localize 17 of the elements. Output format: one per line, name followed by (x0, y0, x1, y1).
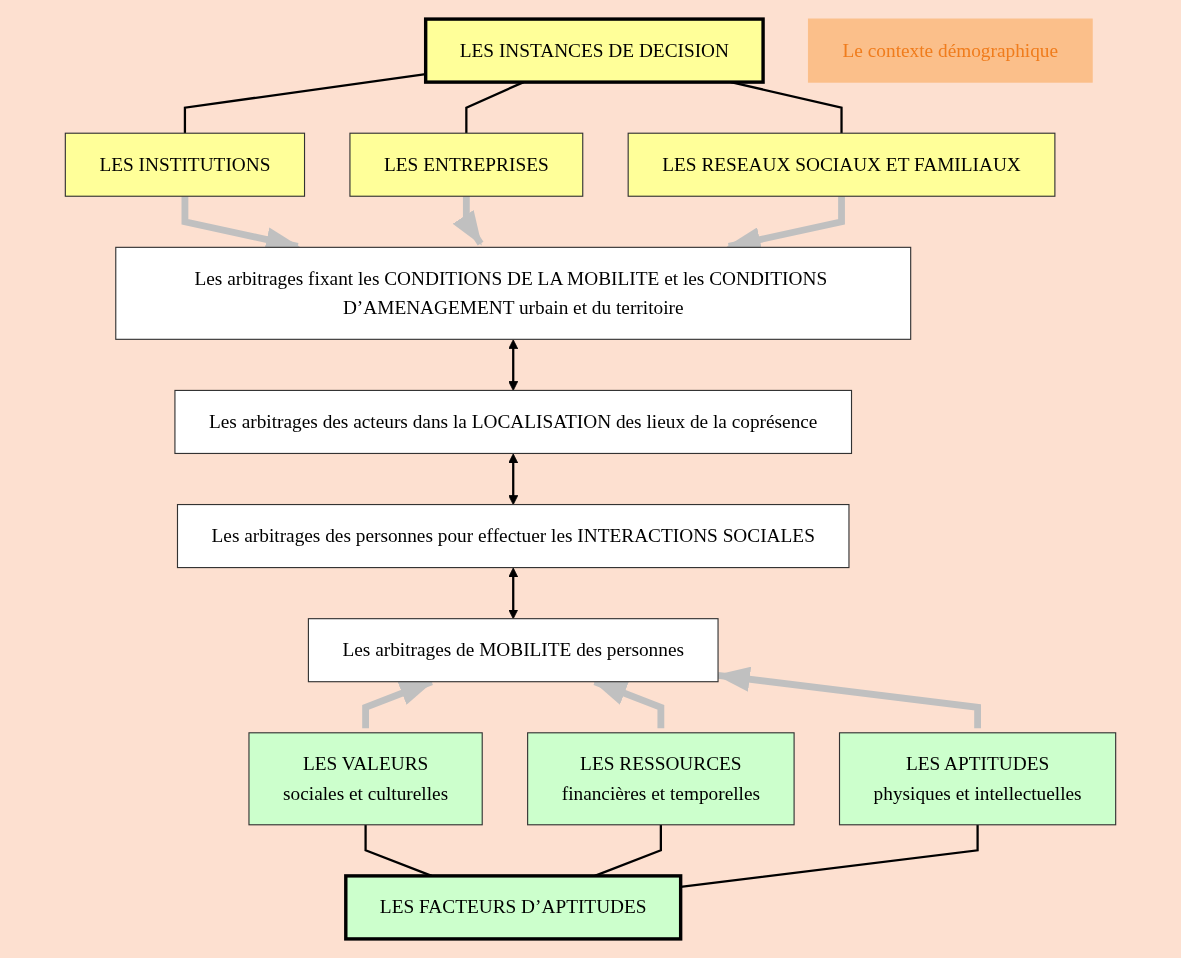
node-box: LES VALEURS sociales et culturelles (248, 732, 483, 826)
arrow (452, 196, 484, 246)
node-box: LES ENTREPRISES (349, 132, 584, 197)
node-box: LES INSTITUTIONS (64, 132, 306, 197)
node-box: LES RESSOURCES financières et temporelles (527, 732, 795, 826)
node-box: Les arbitrages fixant les CONDITIONS DE LA MOBILITE et les CONDITIONS D’AMENAGEMENT urbain et du territoire (115, 246, 912, 340)
node-box: Le contexte démographique (807, 18, 1093, 83)
node-box: Les arbitrages des personnes pour effectuer les INTERACTIONS SOCIALES (176, 504, 850, 569)
arrow (508, 567, 519, 620)
node-box: Les arbitrages de MOBILITE des personnes (307, 618, 719, 683)
node-box: LES RESEAUX SOCIAUX ET FAMILIAUX (627, 132, 1056, 197)
node-box: LES FACTEURS D’APTITUDES (344, 874, 683, 941)
arrow (508, 339, 519, 391)
node-box: LES APTITUDES physiques et intellectuelles (838, 732, 1117, 826)
arrow (508, 453, 519, 505)
node-box: LES INSTANCES DE DECISION (423, 17, 765, 84)
node-box: Les arbitrages des acteurs dans la LOCALISATION des lieux de la coprésence (174, 389, 853, 454)
